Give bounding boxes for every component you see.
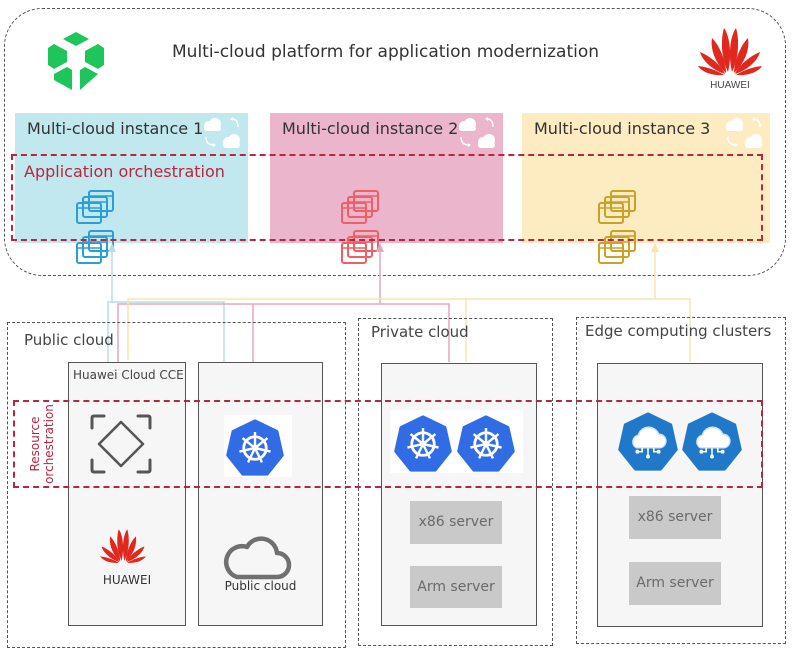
huawei-brand: HUAWEI	[694, 22, 766, 94]
instance-label: Multi-cloud instance 3	[534, 119, 711, 138]
edge-cloud-icon	[681, 411, 743, 477]
app-windows-icon	[341, 230, 381, 270]
huawei-cloud-cce-panel[interactable]: Huawei Cloud CCE HUAWEI	[68, 362, 186, 626]
connector-blue	[112, 301, 225, 362]
cce-title: Huawei Cloud CCE	[73, 368, 184, 382]
public-cloud-region: Public cloud	[7, 322, 346, 648]
resource-orchestration-boundary	[13, 400, 763, 488]
private-cloud-region: Private cloud	[358, 318, 553, 646]
x86-server: x86 server	[629, 496, 721, 539]
platform-title: Multi-cloud platform for application mod…	[172, 42, 600, 62]
instance-label: Multi-cloud instance 2	[282, 119, 459, 138]
app-windows-icon	[76, 190, 116, 230]
app-windows-icon	[598, 190, 638, 230]
arm-server: Arm server	[410, 566, 502, 608]
multi-cloud-instance-2[interactable]: Multi-cloud instance 2	[270, 113, 503, 243]
cloud-sync-icon	[459, 117, 495, 148]
edge-computing-region: Edge computing clusters	[576, 317, 786, 644]
connector-yellow	[655, 298, 691, 362]
edge-cluster-panel[interactable]: x86 server Arm server	[597, 363, 763, 627]
server-label: x86 server	[637, 509, 713, 525]
region-label: Edge computing clusters	[585, 322, 772, 340]
huawei-logo-icon	[100, 529, 146, 563]
app-windows-group	[341, 190, 437, 264]
server-label: Arm server	[417, 578, 495, 595]
connector-pink	[380, 303, 450, 362]
cloud-sync-icon	[726, 117, 762, 148]
server-label: Arm server	[636, 575, 714, 591]
x86-server: x86 server	[410, 501, 502, 544]
app-windows-icon	[76, 230, 116, 270]
application-orchestration-boundary	[11, 154, 763, 241]
region-label: Public cloud	[24, 331, 114, 349]
region-label: Private cloud	[371, 323, 469, 341]
green-cube-logo-icon	[48, 32, 104, 90]
multi-cloud-instance-3[interactable]: Multi-cloud instance 3	[522, 113, 770, 243]
cloud-sync-icon	[204, 117, 240, 148]
kubernetes-icon	[393, 414, 453, 478]
arrowhead-blue	[108, 243, 116, 252]
application-orchestration-label: Application orchestration	[24, 162, 225, 181]
connector-pink	[117, 248, 381, 362]
server-label: x86 server	[418, 514, 494, 530]
kubernetes-icon	[225, 418, 285, 482]
arm-server: Arm server	[629, 562, 721, 605]
huawei-wordmark: HUAWEI	[710, 80, 750, 91]
arrowhead-pink	[376, 243, 384, 252]
huawei-wordmark: HUAWEI	[102, 573, 152, 587]
multi-cloud-instance-1[interactable]: Multi-cloud instance 1	[15, 113, 248, 243]
connector-blue	[107, 248, 113, 362]
app-windows-group	[598, 190, 694, 264]
kubernetes-icon	[456, 414, 516, 478]
arrowhead-yellow	[651, 243, 659, 252]
public-cloud-caption: Public cloud	[224, 579, 297, 593]
cce-icon	[90, 414, 152, 474]
huawei-logo-icon	[698, 28, 762, 76]
instance-label: Multi-cloud instance 1	[27, 119, 204, 138]
public-cloud-k8s-panel[interactable]: Public cloud	[198, 362, 323, 626]
app-windows-group	[76, 190, 172, 264]
platform-container	[4, 8, 786, 276]
cloud-outline-icon	[223, 536, 292, 580]
connector-yellow	[127, 248, 656, 360]
app-windows-icon	[598, 230, 638, 270]
edge-cloud-icon	[617, 411, 679, 477]
app-windows-icon	[341, 190, 381, 230]
private-cloud-panel[interactable]: x86 server Arm server	[381, 363, 537, 626]
